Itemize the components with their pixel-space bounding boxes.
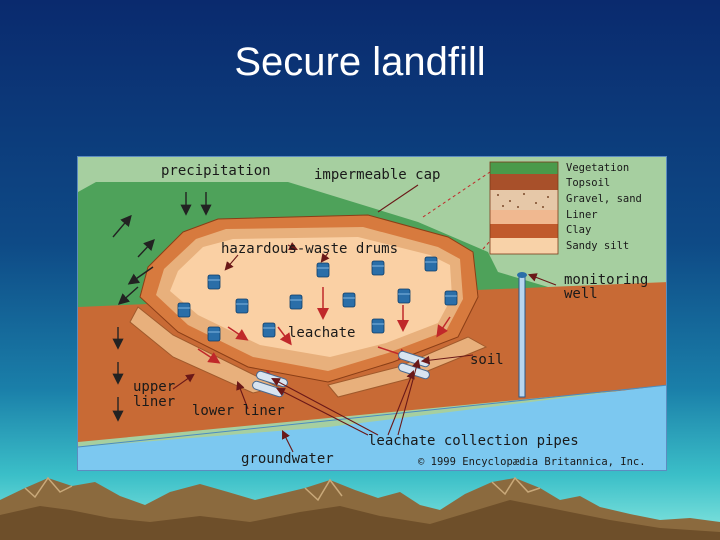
legend-label-topsoil: Topsoil: [566, 177, 610, 189]
legend-swatch-topsoil: [490, 174, 558, 190]
label-precipitation: precipitation: [161, 163, 271, 179]
label-leachate-collection-pipes: leachate collection pipes: [368, 433, 579, 449]
label-lower-liner: lower liner: [192, 403, 285, 419]
label-monitoring-well-line2: well: [564, 286, 598, 302]
slide-title: Secure landfill: [234, 40, 486, 84]
layer-legend: [489, 161, 559, 255]
label-upper-liner-line1: upper: [133, 379, 175, 395]
landfill-diagram: Vegetation Topsoil Gravel, sand Liner Cl…: [77, 156, 667, 471]
hazardous-waste-drums: [177, 256, 458, 342]
label-hazardous-waste-drums: hazardous-waste drums: [221, 241, 398, 257]
label-impermeable-cap: impermeable cap: [314, 167, 440, 183]
groundwater-layer: [78, 385, 666, 470]
legend-label-vegetation: Vegetation: [566, 162, 629, 174]
copyright-notice: © 1999 Encyclopædia Britannica, Inc.: [418, 456, 646, 468]
label-soil: soil: [470, 352, 504, 368]
legend-swatch-gravel-sand: [490, 190, 558, 210]
label-groundwater: groundwater: [241, 451, 334, 467]
label-upper-liner-line2: liner: [133, 394, 175, 410]
label-leachate: leachate: [288, 325, 355, 341]
legend-swatch-sandy-silt: [490, 238, 558, 254]
clay-ground-right: [548, 282, 666, 397]
legend-label-gravel-sand: Gravel, sand: [566, 193, 642, 205]
label-monitoring-well-line1: monitoring: [564, 272, 648, 288]
legend-swatch-liner: [490, 210, 558, 224]
legend-label-liner: Liner: [566, 209, 598, 221]
legend-label-clay: Clay: [566, 224, 591, 236]
legend-label-sandy-silt: Sandy silt: [566, 240, 629, 252]
legend-swatch-clay: [490, 224, 558, 238]
legend-swatch-vegetation: [490, 162, 558, 174]
monitoring-well: [517, 272, 527, 398]
